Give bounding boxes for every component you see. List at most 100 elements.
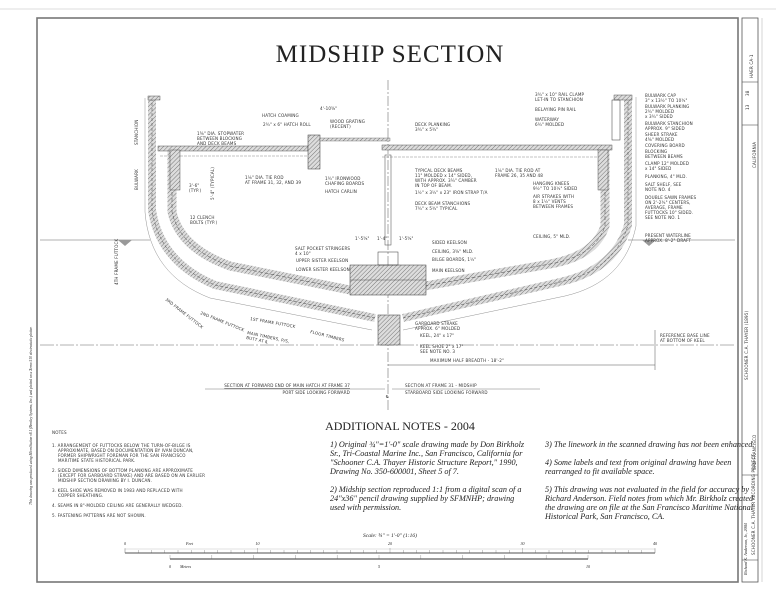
- callout-beam-stanchions: 7¾" x 5¾" TYPICAL: [415, 206, 458, 211]
- additional-note-line: Richard Anderson. Field notes from which…: [544, 494, 754, 503]
- additional-notes-right: 3) The linework in the scanned drawing h…: [544, 440, 754, 521]
- callout-bulwark-planking: BULWARK PLANKING: [645, 104, 689, 109]
- additional-note-line: Drawing No. 350-600001, Sheet 5 of 7.: [329, 467, 459, 476]
- callout-hatch-roll: 2¾" x 6" HATCH ROLL: [263, 122, 311, 127]
- feet-tick-label: 40: [653, 541, 657, 546]
- note-line: APPROXIMATE, BASED ON DOCUMENTATION BY I…: [58, 448, 194, 453]
- callout-stopwater: 1⅝" DIA. STOPWATER: [197, 131, 244, 136]
- additional-note-line: Historical Park, San Francisco, CA.: [544, 512, 664, 521]
- callout-half-breadth: MAXIMUM HALF BREADTH - 18'-2": [430, 358, 504, 363]
- meter-tick-label: 0: [169, 564, 171, 569]
- meters-label: Meters: [179, 564, 192, 569]
- stbd-section-sub: STARBOARD SIDE LOOKING FORWARD: [405, 390, 488, 395]
- callout-wood-grating: WOOD GRATING: [330, 119, 365, 124]
- callout-hatch-carlin: HATCH CARLIN: [325, 189, 357, 194]
- callout-covering-board: COVERING BOARD: [645, 143, 685, 148]
- feet-tick-label: 20: [388, 541, 392, 546]
- callout-salt-shelf: SALT SHELF, SEE: [645, 182, 682, 187]
- delineator: Richard K. Anderson, Jr., 2004: [743, 523, 749, 576]
- callout-frames: FUTTOCKS 10" SIDED.: [645, 210, 693, 215]
- meter-tick-label: 5: [378, 564, 380, 569]
- callout-frames: AVERAGE, FRAME: [645, 205, 683, 210]
- callout-hanging-knees: HANGING KNEES: [533, 181, 570, 186]
- callout-upper-sister: UPPER SISTER KEELSON: [296, 258, 348, 263]
- callout-f2: 2ND FRAME FUTTOCK: [200, 310, 246, 332]
- callout-deck-beams: 11" MOLDED x 14" SIDED,: [415, 173, 472, 178]
- production-note: This drawing was produced using MicroSta…: [29, 326, 34, 505]
- callout-lower-sister: LOWER SISTER KEELSON: [296, 267, 350, 272]
- callout-rail-clamp: LET-IN TO STANCHION: [535, 97, 583, 102]
- dimension-label: 1'-5⅝": [399, 236, 414, 241]
- callout-clench-bolts: 12 CLENCH: [190, 215, 215, 220]
- callout-main-keelson: MAIN KEELSON: [432, 268, 465, 273]
- dimension-label: 1'-5⅝": [355, 236, 370, 241]
- additional-note-line: "Schooner C.A. Thayer Historic Structure…: [330, 458, 518, 467]
- port-section-title: SECTION AT FORWARD END OF MAIN HATCH AT …: [224, 383, 350, 388]
- location: SAN FRANCISCO: [752, 435, 757, 470]
- callout-clench-bolts: BOLTS (TYP.): [190, 220, 217, 225]
- callout-air-strakes: BETWEEN FRAMES: [533, 204, 573, 209]
- note-line: 2. SIDED DIMENSIONS OF BOTTOM PLANKING A…: [52, 468, 193, 473]
- callout-pin-rail: BELAYING PIN RAIL: [535, 107, 577, 112]
- callout-deck-beams: IN TOP OF BEAM.: [415, 183, 452, 188]
- callout-chafing: CHAFING BOARDS: [325, 181, 364, 186]
- callout-deck-beams: TYPICAL DECK BEAMS: [414, 168, 463, 173]
- callout-dim-36: 3'-6": [189, 183, 199, 188]
- callout-bulwark-v: BULWARK: [134, 169, 139, 190]
- drawing-border: [36, 17, 739, 583]
- callout-garboard: GARBOARD STRAKE: [415, 321, 458, 326]
- state: CALIFORNIA: [752, 142, 757, 168]
- notes-list: 1. ARRANGEMENT OF FUTTOCKS BELOW THE TUR…: [52, 443, 205, 518]
- feet-tick-label: 0: [124, 541, 126, 546]
- callout-sided-keelson: SIDED KEELSON: [432, 240, 467, 245]
- callout-waterline: APPROX. 8'-2" DRAFT: [645, 238, 692, 243]
- dimension-label: 1'-4": [377, 236, 387, 241]
- callout-frames: SEE NOTE NO. 1: [645, 215, 680, 220]
- callout-bilge-boards: BILGE BOARDS, 1½": [432, 257, 476, 262]
- callout-frames: DOUBLE SAWN FRAMES: [645, 195, 697, 200]
- callout-waterline: PRESENT WATERLINE: [645, 233, 691, 238]
- callout-waterway: WATERWAY: [535, 117, 559, 122]
- callout-dim-410: 4'-10⅝": [320, 106, 337, 111]
- callout-tie-rod-26: 1⅛" DIA. TIE ROD AT: [495, 168, 541, 173]
- callout-deck-planking: 3¾" x 5¾": [415, 127, 438, 132]
- callout-salt-pocket: SALT POCKET STRINGERS: [295, 246, 350, 251]
- callout-blocking: BLOCKING: [645, 149, 667, 154]
- callout-main-timbers: BUTT AT ℄: [246, 335, 269, 345]
- callout-base-line: AT BOTTOM OF KEEL: [660, 338, 705, 343]
- note-line: 4. SEAMS IN 8"-MOLDED CEILING ARE GENERA…: [52, 503, 183, 508]
- vessel-name: SCHOONER C.A. THAYER (1895): [744, 311, 749, 380]
- callout-keel-shoe: KEEL SHOE 2" x 17": [420, 344, 464, 349]
- port-section-sub: PORT SIDE LOOKING FORWARD: [282, 390, 350, 395]
- callout-wood-grating: (RECENT): [330, 124, 351, 129]
- callout-bulwark-cap: 3" x 13½" TO 10¾": [645, 98, 688, 103]
- additional-note-line: 2) Midship section reproduced 1:1 from a…: [330, 485, 521, 494]
- callout-clamp: x 14" SIDED: [645, 166, 671, 171]
- callout-stopwater: BETWEEN BLOCKING: [197, 136, 242, 141]
- callout-bulwark-planking: 2¾" MOLDED: [645, 109, 674, 114]
- additional-note-line: 24"x36" pencil drawing supplied by SFMNH…: [330, 494, 514, 503]
- callout-deck-planking: DECK PLANKING: [415, 122, 450, 127]
- callout-keel: KEEL, 24" x 17": [420, 333, 454, 338]
- additional-note-line: 4) Some labels and text from original dr…: [545, 458, 731, 467]
- callout-keel-shoe: SEE NOTE NO. 3: [420, 349, 455, 354]
- note-line: 3. KEEL SHOE WAS REMOVED IN 1983 AND REP…: [52, 488, 183, 493]
- additional-note-line: 5) This drawing was not evaluated in the…: [545, 485, 749, 494]
- callout-blocking: BETWEEN BEAMS: [645, 154, 683, 159]
- project-name: SCHOONER C.A. THAYER RECORDING PROJECT: [751, 453, 756, 555]
- title-block: [741, 17, 759, 583]
- note-line: 5. FASTENING PATTERNS ARE NOT SHOWN.: [52, 513, 146, 518]
- additional-note-line: 1) Original ¾"=1'-0" scale drawing made …: [330, 440, 525, 449]
- sheet-number: 13: [745, 104, 750, 110]
- hull-section: [144, 94, 637, 346]
- additional-note-line: used with permission.: [330, 503, 401, 512]
- callout-waterway: 6¾" MOLDED: [535, 122, 564, 127]
- callout-stanchion-v: STANCHION: [134, 120, 139, 145]
- callout-bulwark-cap: BULWARK CAP: [645, 93, 676, 98]
- callout-dim-54: 5'-4" (TYPICAL): [210, 167, 215, 200]
- callout-deck-beams: WITH APPROX. 3¼" CAMBER: [415, 178, 477, 183]
- keel: [377, 314, 401, 346]
- callout-air-strakes: 8 x 1½" VENTS: [533, 199, 566, 204]
